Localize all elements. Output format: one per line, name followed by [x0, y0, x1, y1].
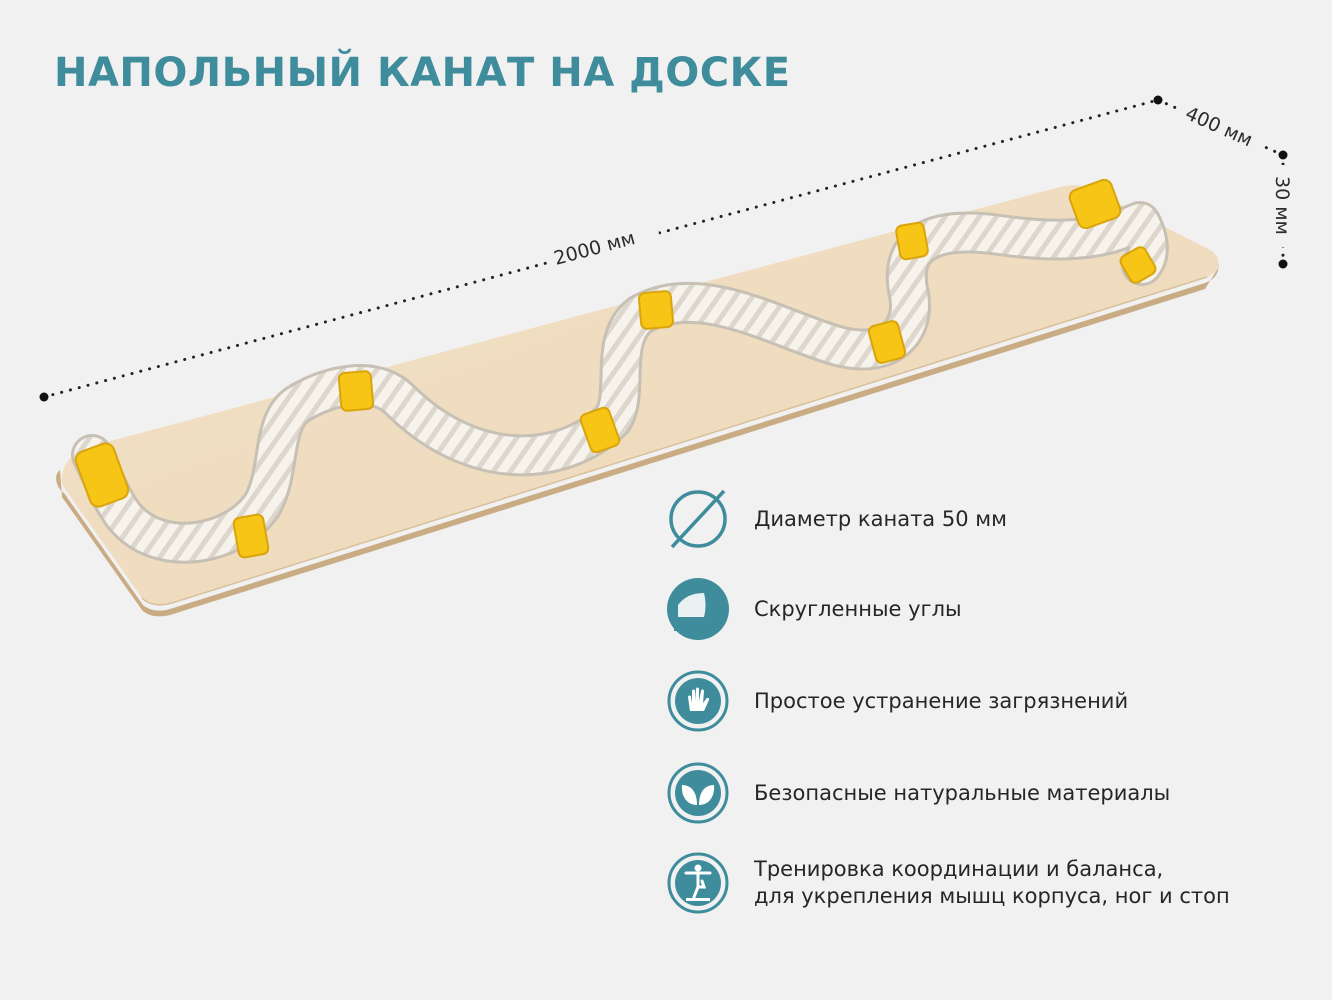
feature-text: Безопасные натуральные материалы [754, 780, 1171, 805]
rope-clip [895, 221, 929, 261]
feature-text: Скругленные углы [754, 596, 962, 621]
feature-text: Диаметр каната 50 мм [754, 506, 1007, 531]
dimension-lines [39, 80, 1300, 402]
rope-clip [232, 513, 270, 559]
feature-item: Скругленные углы [666, 574, 1316, 644]
rope-clip [337, 370, 375, 412]
feature-text: Простое устранение загрязнений [754, 688, 1129, 713]
rounded-corner-icon [667, 578, 729, 640]
feature-item: Тренировка координации и баланса, для ук… [666, 848, 1316, 918]
feature-item: Диаметр каната 50 мм [666, 484, 1316, 554]
rope-clip [637, 290, 675, 330]
feature-item: Безопасные натуральные материалы [666, 758, 1316, 828]
balance-person-icon [667, 852, 729, 914]
thickness-label: 30 мм [1271, 176, 1293, 235]
feature-text: для укрепления мышц корпуса, ног и стоп [754, 884, 1230, 908]
diameter-icon [669, 489, 727, 549]
page-title: НАПОЛЬНЫЙ КАНАТ НА ДОСКЕ [54, 50, 791, 96]
feature-text: Тренировка координации и баланса, [754, 857, 1164, 881]
rope-clip [1119, 246, 1157, 284]
rope-clip [1068, 178, 1122, 230]
hand-wash-icon [667, 670, 729, 732]
rope-clip [867, 320, 907, 364]
rope-clip [579, 406, 621, 454]
leaf-icon [667, 762, 729, 824]
rope [71, 201, 1169, 564]
feature-item: Простое устранение загрязнений [666, 666, 1316, 736]
rope-clips [74, 178, 1157, 559]
rope-clip [74, 442, 130, 508]
